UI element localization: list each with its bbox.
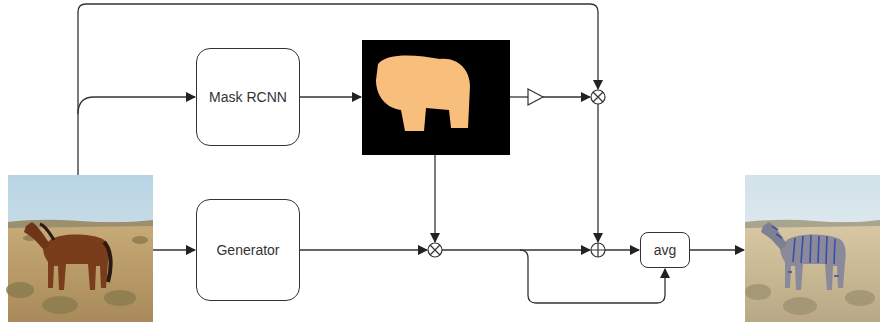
invert-symbol [528, 89, 543, 105]
wire [78, 97, 195, 114]
wire [300, 249, 427, 250]
photo-scrub [6, 235, 148, 314]
multiply-symbol [591, 90, 605, 104]
photo-scrub [745, 284, 875, 315]
wire [434, 155, 435, 242]
box-label: Mask RCNN [209, 89, 287, 106]
operation-box: avg [640, 232, 690, 268]
input-photo [6, 175, 153, 322]
process-box: Generator [196, 199, 300, 301]
mask-ground [362, 40, 510, 155]
add-symbol [591, 243, 605, 257]
wire [300, 96, 361, 97]
wire [690, 249, 744, 250]
wire [78, 4, 598, 175]
wire [153, 249, 195, 250]
photo-sky [8, 175, 153, 322]
photo-ground [745, 222, 880, 322]
wire [510, 96, 528, 97]
multiply-symbol [428, 243, 442, 257]
process-box: Mask RCNN [196, 48, 300, 146]
wire [605, 249, 639, 250]
wire [597, 104, 598, 242]
horse [24, 222, 111, 290]
mask-image [362, 40, 510, 155]
mask-silhouette [376, 55, 470, 131]
wire [442, 249, 590, 250]
wire [543, 96, 590, 97]
striped-horse [761, 222, 846, 290]
photo-ground [8, 222, 153, 322]
box-label: avg [654, 242, 677, 259]
box-label: Generator [216, 242, 279, 259]
photo-sky [745, 175, 880, 322]
output-photo [745, 175, 880, 322]
